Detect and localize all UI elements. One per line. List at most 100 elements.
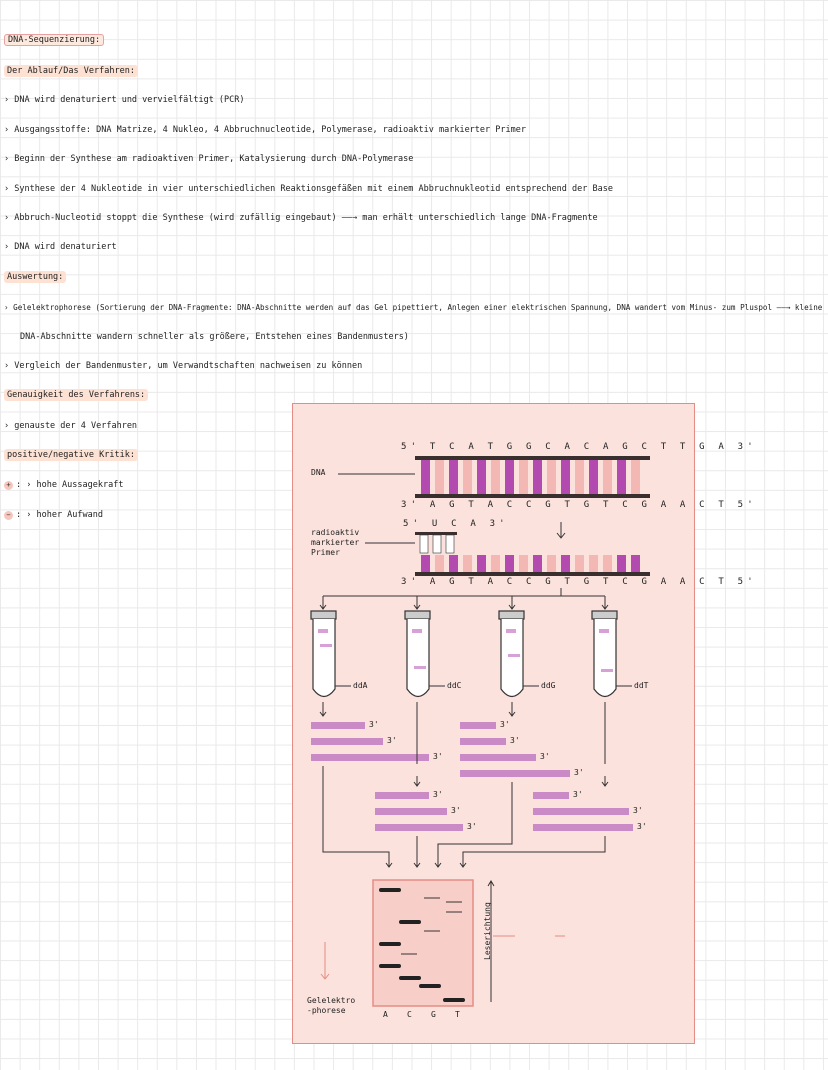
- fragment: [460, 738, 506, 745]
- fragment-end-label: 3': [633, 806, 643, 815]
- gel-bands: [379, 888, 465, 1002]
- fragment-end-label: 3': [500, 720, 510, 729]
- fragment-end-label: 3': [540, 752, 550, 761]
- fragment-end-label: 3': [573, 790, 583, 799]
- section-evaluation-heading: Auswertung:: [4, 271, 67, 283]
- fragment: [311, 738, 383, 745]
- gel-lane-G: G: [431, 1010, 436, 1019]
- section-precision-text: Genauigkeit des Verfahrens:: [4, 389, 149, 401]
- primer-bases: [419, 534, 455, 554]
- sequencing-diagram: 5' T C A T G G C A C A G C T T G A 3' 3'…: [292, 403, 753, 1044]
- primer-label: radioaktiv markierter Primer: [311, 528, 360, 557]
- migration-arrow-head-icon: [320, 973, 330, 980]
- critique-minus-text: : › hoher Aufwand: [16, 510, 103, 520]
- gel-band: [379, 964, 401, 968]
- fragment: [460, 754, 536, 761]
- tube-label-ddC: ddC: [447, 681, 462, 690]
- arrow-head-icon: [556, 532, 566, 539]
- critique-heading: positive/negative Kritik:: [4, 449, 138, 461]
- fragments-ddG: [460, 722, 570, 777]
- dna-bottom-backbone: [415, 494, 650, 498]
- tube-ddG: [498, 610, 525, 698]
- section-precision-heading: Genauigkeit des Verfahrens:: [4, 389, 149, 401]
- fragment-end-label: 3': [387, 736, 397, 745]
- tube-label-ddA: ddA: [353, 681, 368, 690]
- primer-backbone: [415, 532, 457, 535]
- fragment: [311, 722, 365, 729]
- section-procedure-text: Der Ablauf/Das Verfahren:: [4, 65, 138, 77]
- gel-thin-bands: [401, 897, 462, 955]
- critique-heading-text: positive/negative Kritik:: [4, 449, 138, 461]
- template-bases: [421, 555, 640, 572]
- fragments-ddT: [533, 792, 633, 831]
- fragments-ddA: [311, 722, 429, 761]
- step-3: › Beginn der Synthese am radioaktiven Pr…: [4, 154, 414, 164]
- fragment-end-label: 3': [369, 720, 379, 729]
- step-2: › Ausgangsstoffe: DNA Matrize, 4 Nukleo,…: [4, 125, 526, 135]
- step-4: › Synthese der 4 Nukleotide in vier unte…: [4, 184, 613, 194]
- critique-plus: +: › hohe Aussagekraft: [4, 480, 123, 491]
- fragment: [460, 770, 570, 777]
- fragment-end-label: 3': [451, 806, 461, 815]
- fragment-end-label: 3': [574, 768, 584, 777]
- gel-band: [379, 942, 401, 946]
- fragment: [375, 824, 463, 831]
- section-evaluation-text: Auswertung:: [4, 271, 67, 283]
- page-title-text: DNA-Sequenzierung:: [4, 34, 105, 46]
- page-title: DNA-Sequenzierung:: [4, 34, 105, 46]
- reading-direction-label: Leserichtung: [483, 902, 492, 960]
- dna-label: DNA: [311, 468, 326, 477]
- reading-direction-arrow-icon: [487, 880, 495, 887]
- evaluation-line-2: DNA-Abschnitte wandern schneller als grö…: [20, 332, 409, 342]
- fragment-to-gel-arrows: [322, 766, 606, 868]
- minus-icon: −: [4, 511, 13, 520]
- precision-line: › genauste der 4 Verfahren: [4, 421, 138, 431]
- plus-icon: +: [4, 481, 13, 490]
- gel-lane-A: A: [383, 1010, 388, 1019]
- fragment-end-label: 3': [433, 752, 443, 761]
- critique-minus: −: › hoher Aufwand: [4, 510, 103, 521]
- fragments-ddC: [375, 792, 463, 831]
- gel-lane-C: C: [407, 1010, 412, 1019]
- fragment: [311, 754, 429, 761]
- critique-plus-text: : › hohe Aussagekraft: [16, 480, 124, 490]
- gel-band: [443, 998, 465, 1002]
- primer-sequence: 5' U C A 3': [403, 519, 509, 529]
- top-strand-sequence: 5' T C A T G G C A C A G C T T G A 3': [401, 442, 757, 452]
- tube-to-fragment-arrows: [319, 702, 609, 787]
- fragment-end-label: 3': [467, 822, 477, 831]
- dna-base-pairs: [421, 460, 640, 494]
- fragment: [533, 824, 633, 831]
- tube-ddC: [404, 610, 431, 698]
- gel-band: [379, 888, 401, 892]
- gel-label: Gelelektro-phorese: [307, 996, 356, 1015]
- tube-ddA: [310, 610, 337, 698]
- tube-label-ddT: ddT: [634, 681, 649, 690]
- step-6: › DNA wird denaturiert: [4, 242, 117, 252]
- fragment: [375, 792, 429, 799]
- fragment: [533, 792, 569, 799]
- gel-lane-T: T: [455, 1010, 460, 1019]
- gel-band: [419, 984, 441, 988]
- step-1: › DNA wird denaturiert und vervielfältig…: [4, 95, 245, 105]
- step-5: › Abbruch-Nucleotid stoppt die Synthese …: [4, 213, 598, 223]
- evaluation-line-3: › Vergleich der Bandenmuster, um Verwand…: [4, 361, 363, 371]
- fragment: [460, 722, 496, 729]
- fragment: [375, 808, 447, 815]
- evaluation-line-1: › Gelelektrophorese (Sortierung der DNA-…: [4, 303, 823, 312]
- gel-band: [399, 920, 421, 924]
- tube-arrows: [319, 596, 609, 610]
- template-backbone: [415, 572, 650, 576]
- bottom-strand-sequence: 3' A G T A C C G T G T C G A A C T 5': [401, 500, 757, 510]
- template-strand-sequence: 3' A G T A C C G T G T C G A A C T 5': [401, 577, 757, 587]
- fragment-end-label: 3': [637, 822, 647, 831]
- fragment-end-label: 3': [510, 736, 520, 745]
- tube-label-ddG: ddG: [541, 681, 556, 690]
- diagram-graphics: [310, 456, 650, 1007]
- fragment: [533, 808, 629, 815]
- section-procedure-heading: Der Ablauf/Das Verfahren:: [4, 65, 138, 77]
- dna-top-backbone: [415, 456, 650, 460]
- gel-band: [399, 976, 421, 980]
- tube-ddT: [591, 610, 618, 698]
- fragment-end-label: 3': [433, 790, 443, 799]
